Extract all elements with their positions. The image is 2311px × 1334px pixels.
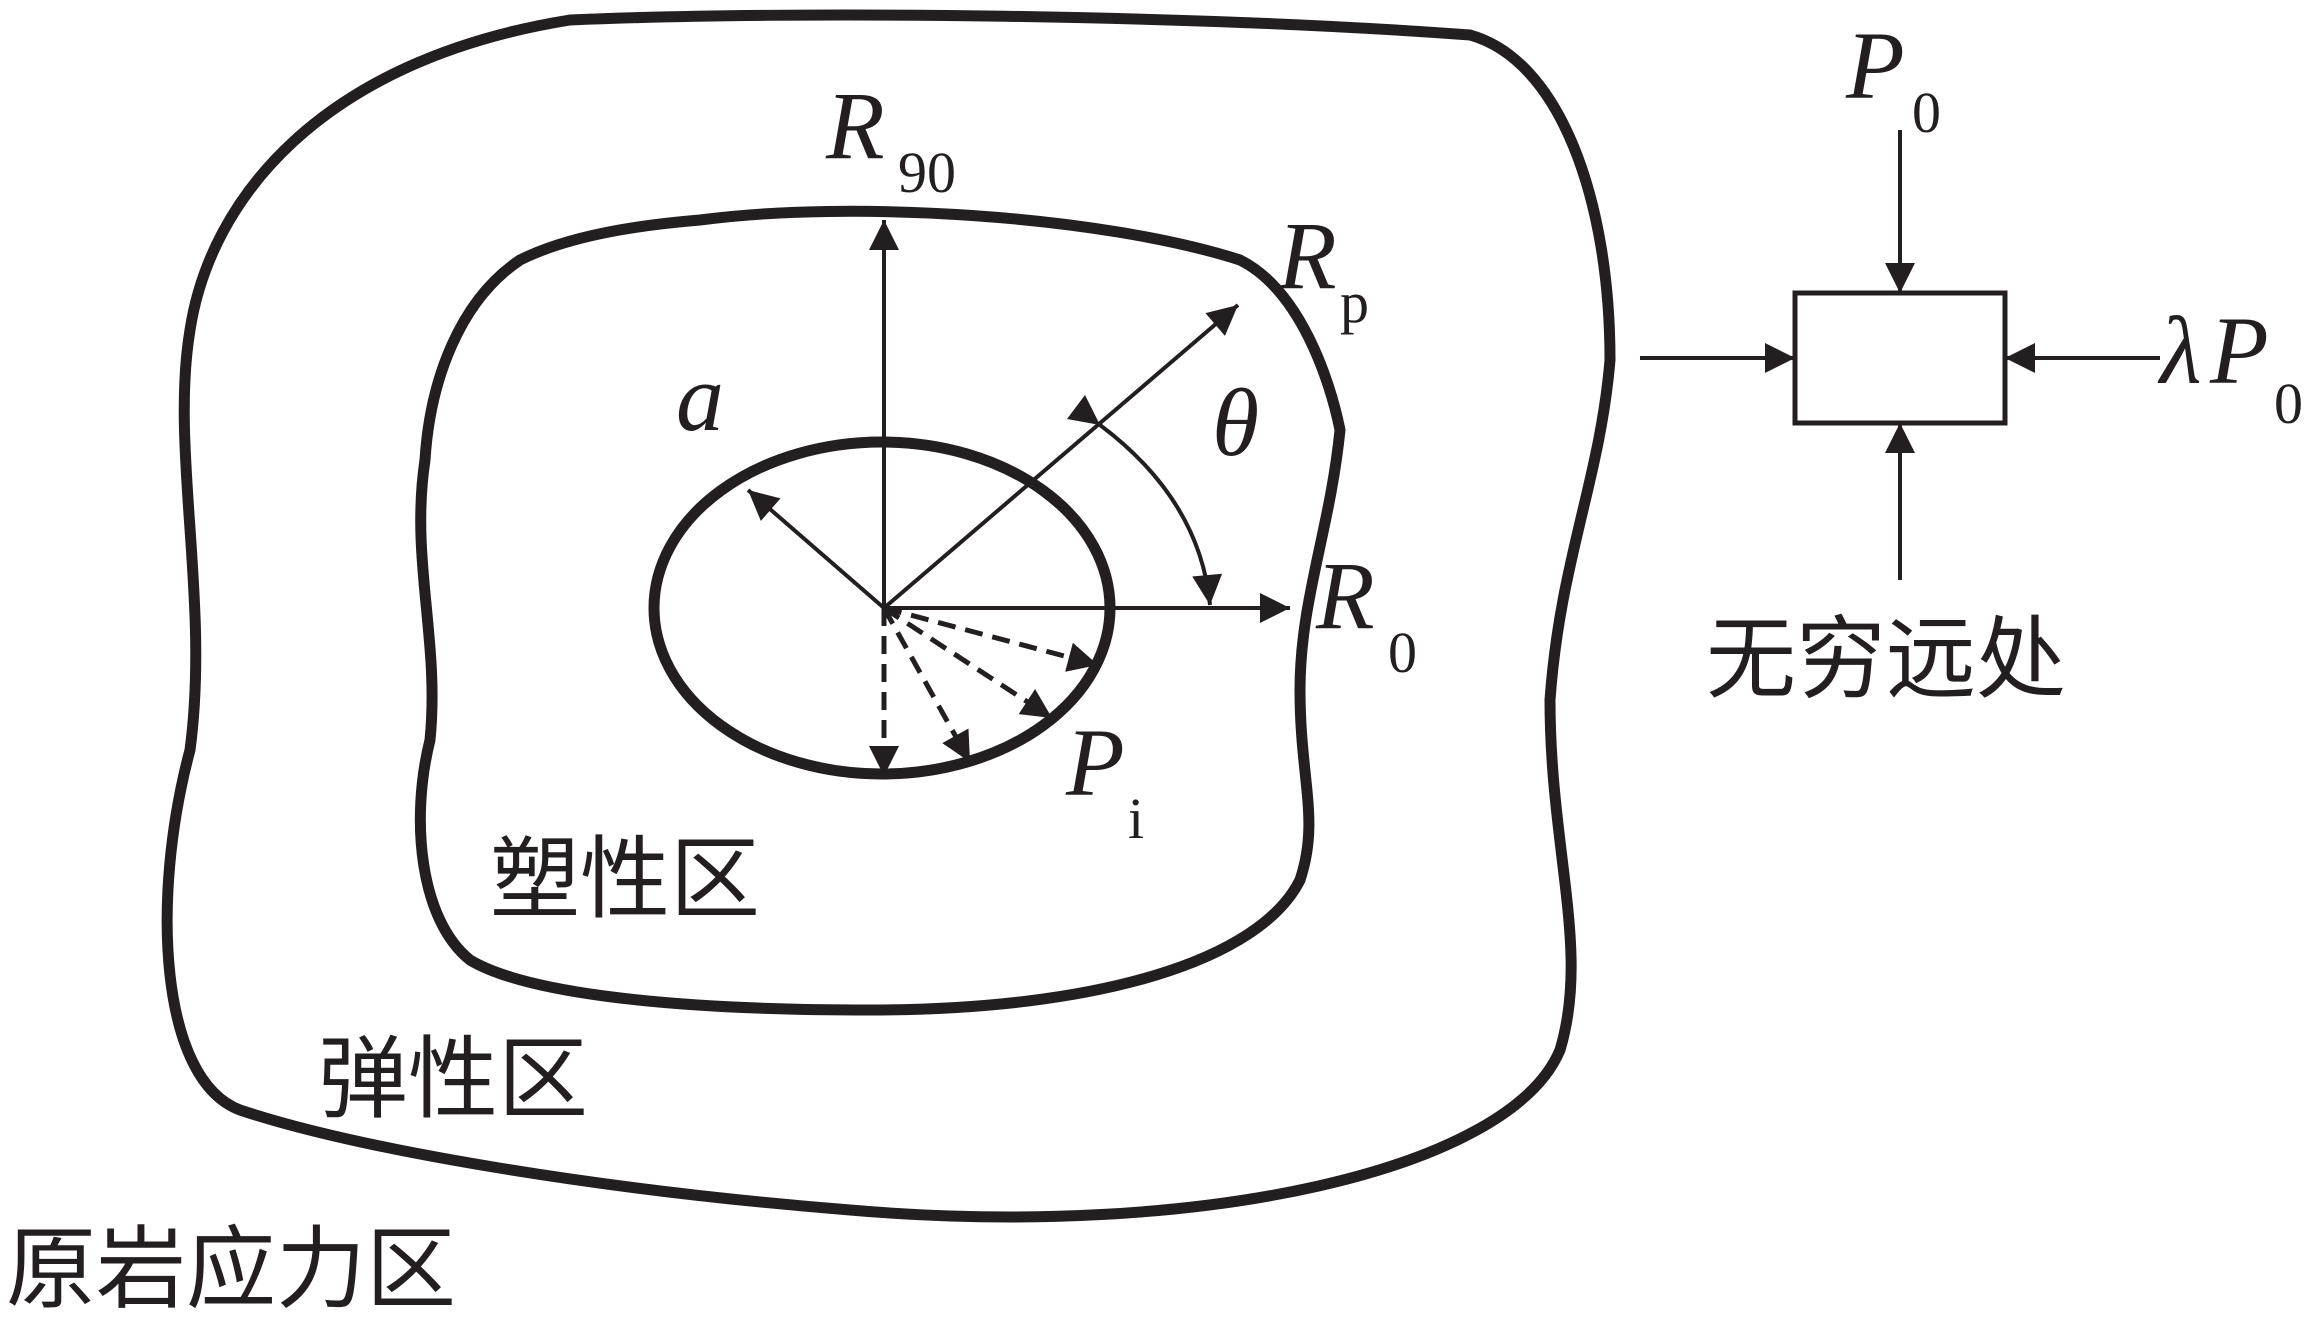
theta-arc	[1067, 394, 1223, 606]
pi-arrow-1	[883, 605, 1099, 672]
lp0-label: P	[2209, 297, 2269, 404]
r90-label: R	[825, 72, 885, 179]
r0-label: R	[1315, 542, 1375, 649]
p0-label: P	[1845, 12, 1905, 119]
a-arrow	[746, 488, 886, 610]
far-field-label: 无穷远处	[1706, 607, 2066, 712]
rp-label: R	[1277, 202, 1337, 309]
r90-subscript: 90	[898, 140, 956, 205]
pi-label: P	[1065, 709, 1125, 816]
a-label: a	[676, 344, 724, 451]
pi-arrow-2	[882, 605, 1054, 721]
plastic-boundary	[414, 205, 1346, 1016]
rp-arrow	[882, 303, 1240, 610]
elastic-zone-label: 弹性区	[318, 1027, 588, 1132]
lambda-label: λ	[2157, 297, 2202, 404]
p0-subscript: 0	[1912, 80, 1941, 145]
in-situ-zone-label: 原岩应力区	[6, 1217, 456, 1322]
far-field-element	[1792, 290, 2008, 426]
pi-arrow-3	[881, 606, 973, 764]
theta-label: θ	[1212, 369, 1259, 476]
rp-subscript: p	[1340, 270, 1369, 335]
outer-boundary	[161, 9, 1616, 1223]
plastic-zone-label: 塑性区	[490, 827, 760, 932]
pi-subscript: i	[1128, 786, 1144, 851]
lp0-subscript: 0	[2274, 371, 2303, 436]
r0-subscript: 0	[1388, 620, 1417, 685]
